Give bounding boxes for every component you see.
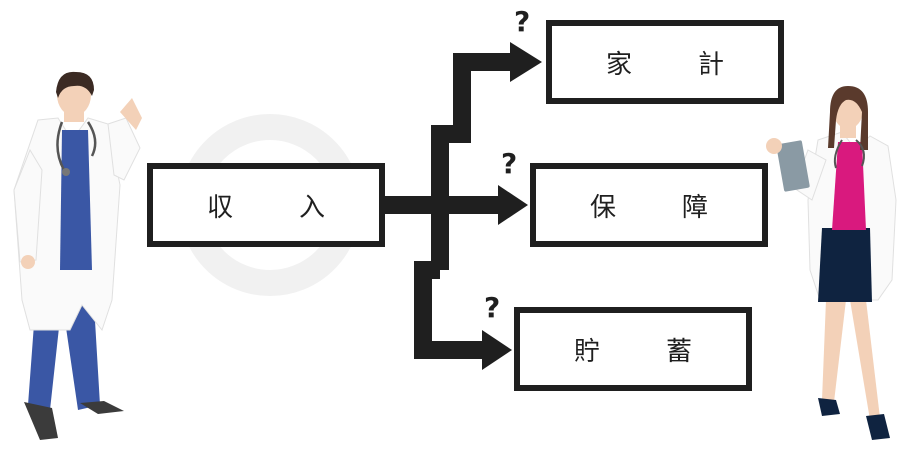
female-doctor-with-clipboard-icon (766, 86, 897, 440)
connector-branch-top (440, 53, 512, 143)
savings-label: 貯 蓄 (573, 336, 712, 367)
household-budget-box: 家 計 (546, 20, 784, 104)
savings-box: 貯 蓄 (514, 307, 752, 391)
income-box: 収 入 (147, 163, 385, 247)
question-mark-household: ? (514, 5, 531, 38)
insurance-box: 保 障 (530, 163, 768, 247)
male-doctor-icon (13, 71, 142, 440)
connector-branch-bottom (414, 261, 484, 359)
arrowhead-bottom-icon (482, 330, 512, 370)
income-label: 収 入 (206, 192, 345, 223)
arrowhead-middle-icon (498, 185, 528, 225)
connector-arrows (385, 53, 512, 359)
insurance-label: 保 障 (589, 192, 728, 223)
arrowhead-top-icon (510, 42, 542, 82)
question-mark-savings: ? (484, 291, 501, 324)
question-mark-insurance: ? (501, 147, 518, 180)
household-budget-label: 家 計 (605, 49, 744, 80)
